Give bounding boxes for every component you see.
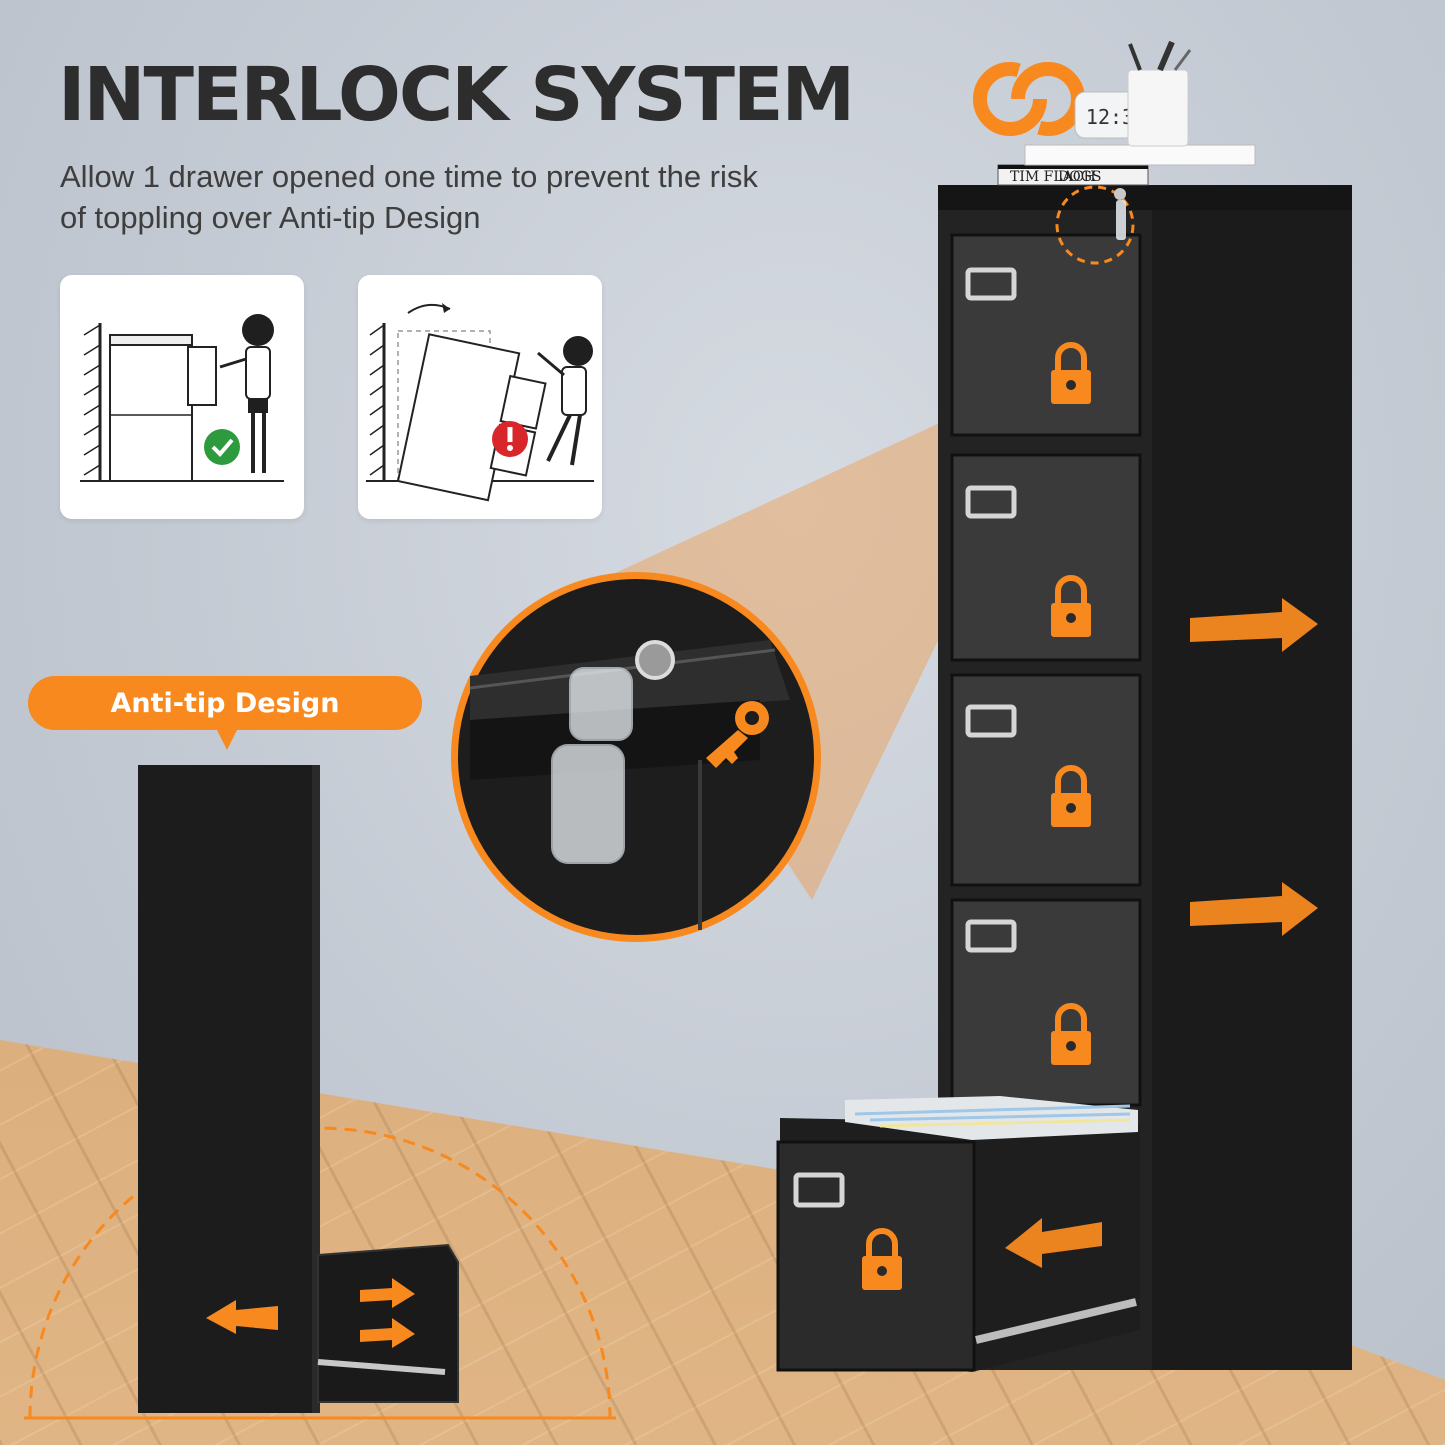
key-cylinder: [635, 640, 675, 680]
pen-cup: [1127, 69, 1189, 147]
arrow-left-icon: [1005, 1218, 1102, 1268]
arrow-left-icon: [206, 1300, 278, 1334]
arrow-right-icon: [360, 1318, 415, 1348]
drawer-3: [950, 673, 1142, 887]
key-icon: [706, 701, 769, 768]
headline: INTERLOCK SYSTEM: [58, 52, 855, 138]
book-spine-dogs: DOGS: [1058, 169, 1101, 185]
lock-icon: [1051, 765, 1091, 827]
lock-icon: [1051, 342, 1091, 404]
subtitle: Allow 1 drawer opened one time to preven…: [60, 159, 758, 235]
clock-display: 12:3: [1086, 105, 1134, 129]
drawer-4: [950, 898, 1142, 1107]
check-icon: [204, 429, 240, 465]
arrow-right-icon: [360, 1278, 415, 1308]
arrow-right-icon: [1190, 882, 1318, 936]
zoom-beam: [600, 395, 1050, 900]
lock-icon: [1051, 1003, 1091, 1065]
drawer-1: [950, 233, 1142, 437]
lock-zoom-bubble: [451, 572, 821, 942]
arrow-right-icon: [1190, 598, 1318, 652]
open-drawer: [776, 1096, 1140, 1372]
drawer-slide-rail: [975, 1298, 1137, 1344]
anti-tip-demo-cabinet: [24, 765, 616, 1420]
lock-icon: [1051, 575, 1091, 637]
callout-pointer: [216, 728, 238, 750]
exclamation-icon: [492, 421, 528, 457]
lock-icon: [862, 1228, 902, 1290]
tip-arc: [28, 1126, 612, 1419]
desk-items: TIM FLACH DOGS 12:3: [997, 40, 1256, 186]
key-cover: [551, 744, 625, 864]
drawer-2: [950, 453, 1142, 662]
safe-usage-card: [60, 275, 304, 519]
anti-tip-callout: Anti-tip Design: [28, 676, 422, 730]
toppling-warning-card: [358, 275, 602, 519]
book-spine-tim-flach: TIM FLACH: [1010, 169, 1096, 185]
lock-highlight-circle: [1055, 185, 1135, 265]
